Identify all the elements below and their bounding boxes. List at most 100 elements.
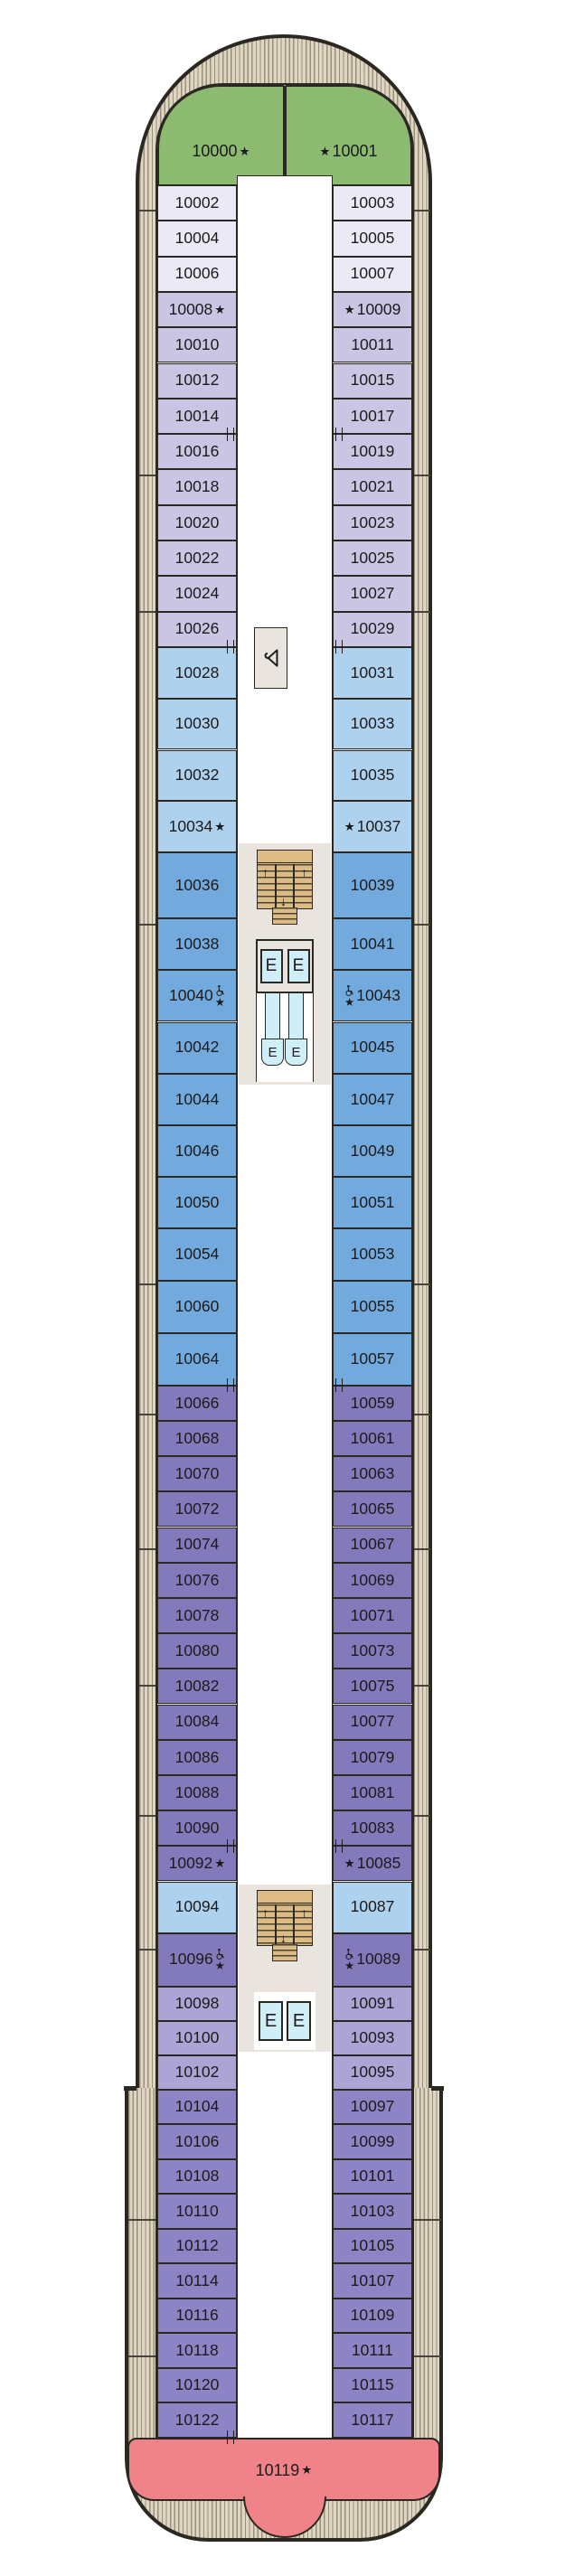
cabin-number: 10109 xyxy=(350,2306,395,2324)
cabin-number: 10105 xyxy=(350,2236,395,2254)
connecting-door-mark xyxy=(227,640,234,654)
cabin-number: 10055 xyxy=(350,1297,395,1316)
cabin-number: 10006 xyxy=(174,264,220,283)
cabin-10105: 10105 xyxy=(333,2228,412,2263)
cabin-10001: ★10001 xyxy=(285,85,412,186)
cabin-10022: 10022 xyxy=(157,541,237,577)
cabin-10095: 10095 xyxy=(333,2054,412,2090)
cabin-number: 10100 xyxy=(174,2027,220,2046)
cabin-number: 10034 xyxy=(168,816,213,835)
cabin-number: 10000 xyxy=(192,142,238,160)
cabin-number: 10042 xyxy=(174,1038,220,1057)
cabin-number: 10065 xyxy=(350,1500,395,1518)
cabin-10024: 10024 xyxy=(157,576,237,612)
central-corridor xyxy=(237,175,333,2439)
cabin-number: 10111 xyxy=(351,2340,394,2359)
cabin-10075: 10075 xyxy=(333,1669,412,1705)
hull-frame-tick xyxy=(139,1949,155,1951)
cabin-10015: 10015 xyxy=(333,362,412,399)
cabin-10068: 10068 xyxy=(157,1420,237,1457)
cabin-number: 10097 xyxy=(350,2097,395,2115)
cabin-number: 10073 xyxy=(350,1641,395,1659)
hull-frame-tick xyxy=(414,1548,430,1551)
cabin-10021: 10021 xyxy=(333,469,412,505)
hull-frame-tick xyxy=(139,210,155,212)
star-icon: ★ xyxy=(214,302,226,316)
cabin-number: 10101 xyxy=(350,2167,395,2185)
stair-divider xyxy=(293,1904,295,1945)
cabin-10016: 10016 xyxy=(157,434,237,470)
cabin-10064: 10064 xyxy=(157,1332,237,1386)
cabin-number: 10021 xyxy=(350,477,395,496)
cabin-number: 10099 xyxy=(350,2131,395,2150)
cabin-number: 10095 xyxy=(350,2062,395,2081)
cabin-number: 10074 xyxy=(174,1535,220,1554)
cabin-number: 10093 xyxy=(350,2027,395,2046)
cabin-number: 10120 xyxy=(174,2375,220,2393)
cabin-10028: 10028 xyxy=(157,646,237,699)
cabin-number: 10037 xyxy=(356,816,401,835)
cabin-10020: 10020 xyxy=(157,504,237,541)
cabin-10006: 10006 xyxy=(157,256,237,292)
cabin-number: 10057 xyxy=(350,1349,395,1368)
hull-frame-tick xyxy=(128,2355,155,2358)
hull-frame-tick xyxy=(414,2355,441,2358)
elevator-shaft xyxy=(288,993,304,1040)
cabin-number: 10049 xyxy=(350,1141,395,1160)
cabin-number: 10092 xyxy=(168,1854,213,1873)
elevator-car: E xyxy=(285,1039,307,1066)
cabin-number: 10025 xyxy=(350,548,395,567)
cabin-number: 10045 xyxy=(350,1038,395,1057)
hull-frame-tick xyxy=(139,475,155,477)
cabin-number: 10012 xyxy=(174,371,220,390)
cabin-10010: 10010 xyxy=(157,327,237,363)
cabin-10102: 10102 xyxy=(157,2054,237,2090)
cabin-number: 10023 xyxy=(350,512,395,531)
star-icon: ★ xyxy=(214,995,225,1009)
cabin-10039: 10039 xyxy=(333,852,412,919)
cabin-number: 10108 xyxy=(174,2167,220,2185)
cabin-10090: 10090 xyxy=(157,1810,237,1847)
cabin-number: 10063 xyxy=(350,1463,395,1482)
cabin-number: 10077 xyxy=(350,1712,395,1731)
stair-steps xyxy=(258,1904,312,1945)
cabin-10115: 10115 xyxy=(333,2367,412,2402)
cabin-10107: 10107 xyxy=(333,2263,412,2299)
cabin-number: 10022 xyxy=(174,548,220,567)
cabin-number: 10071 xyxy=(350,1605,395,1624)
cabin-10014: 10014 xyxy=(157,398,237,435)
cabin-number: 10019 xyxy=(350,441,395,460)
star-icon: ★ xyxy=(214,1857,226,1871)
cabin-number: 10119 xyxy=(255,2460,300,2479)
cabin-number: 10075 xyxy=(350,1677,395,1696)
cabin-10073: 10073 xyxy=(333,1633,412,1669)
stair-divider xyxy=(275,1904,277,1945)
cabin-10106: 10106 xyxy=(157,2124,237,2159)
cabin-10087: 10087 xyxy=(333,1881,412,1933)
connecting-door-mark xyxy=(227,427,234,441)
cabin-10094: 10094 xyxy=(157,1881,237,1933)
cabin-10100: 10100 xyxy=(157,2020,237,2055)
up-arrow: ↑ xyxy=(262,865,268,879)
cabin-10034: 10034★ xyxy=(157,801,237,853)
cabin-10089: ★10089 xyxy=(333,1932,412,1987)
cabin-number: 10027 xyxy=(350,584,395,603)
cabin-10018: 10018 xyxy=(157,469,237,505)
cabin-number: 10030 xyxy=(174,714,220,733)
cabin-10098: 10098 xyxy=(157,1986,237,2021)
star-icon: ★ xyxy=(344,819,355,833)
cabin-number: 10085 xyxy=(356,1854,401,1873)
elevator-shafts: E E xyxy=(256,993,314,1082)
cabin-10091: 10091 xyxy=(333,1986,412,2021)
cabin-number: 10102 xyxy=(174,2062,220,2081)
cabin-number: 10110 xyxy=(175,2201,219,2220)
cabin-10069: 10069 xyxy=(333,1562,412,1598)
cabin-10118: 10118 xyxy=(157,2333,237,2368)
cabin-number: 10122 xyxy=(174,2410,220,2429)
cabin-number: 10043 xyxy=(356,986,400,1005)
wheelchair-icon xyxy=(345,984,354,996)
cabin-10047: 10047 xyxy=(333,1073,412,1125)
hull-frame-tick xyxy=(414,1283,430,1286)
cabin-number: 10046 xyxy=(174,1141,220,1160)
cabin-10037: ★10037 xyxy=(333,801,412,853)
